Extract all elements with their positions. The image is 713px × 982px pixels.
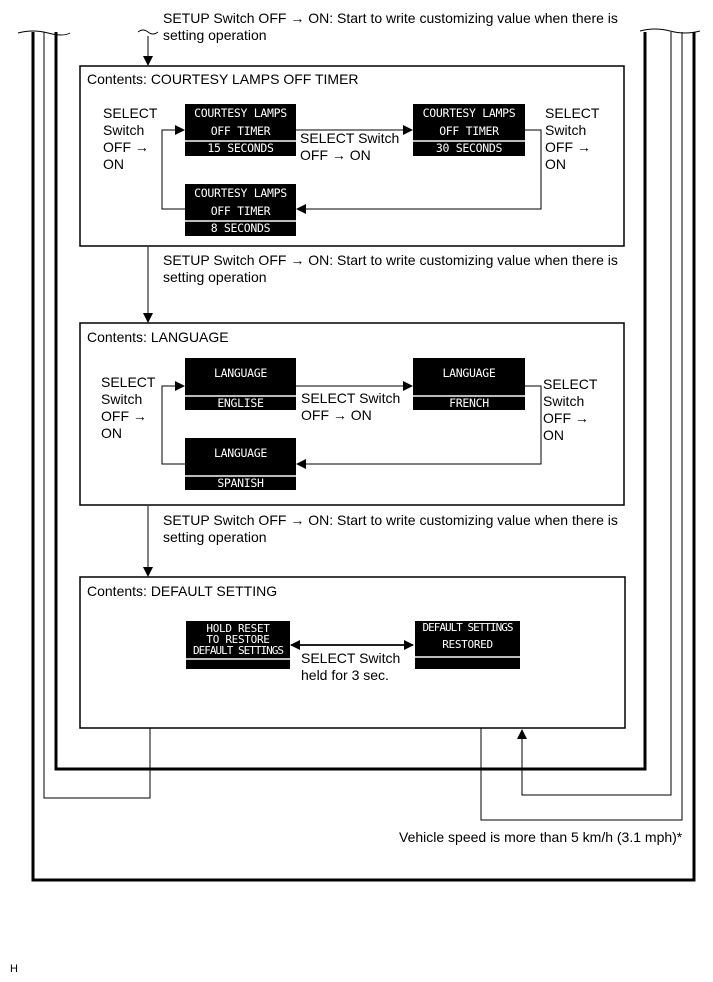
box3-title: Contents: DEFAULT SETTING <box>87 583 278 599</box>
t: TO RESTORE <box>206 633 270 646</box>
t: ON <box>101 425 122 441</box>
t: SELECT <box>545 105 600 121</box>
t: FRENCH <box>449 396 489 410</box>
t: ON <box>103 156 124 172</box>
speed-line-b <box>517 32 672 796</box>
setup-note-2: SETUP Switch OFF → ON: Start to write cu… <box>163 252 618 286</box>
note-line: SETUP Switch OFF → ON: Start to write cu… <box>163 10 618 26</box>
t: 30 SECONDS <box>435 141 503 155</box>
t: ON <box>543 427 564 443</box>
return-line-left <box>43 32 151 799</box>
t: held for 3 sec. <box>301 667 389 683</box>
t: OFF TIMER <box>210 204 271 218</box>
t: COURTESY LAMPS <box>194 186 287 200</box>
box1-title: Contents: COURTESY LAMPS OFF TIMER <box>87 71 359 87</box>
t: SELECT <box>543 376 598 392</box>
t: ENGLISE <box>217 396 264 410</box>
t: COURTESY LAMPS <box>194 106 287 120</box>
t: OFF → ON <box>301 407 372 423</box>
t: Switch <box>101 391 143 407</box>
outer-frame <box>31 32 696 882</box>
t: Switch <box>543 393 585 409</box>
t: SPANISH <box>217 476 264 490</box>
t: SELECT Switch <box>301 650 401 666</box>
display-restored: DEFAULT SETTINGS RESTORED <box>415 621 520 669</box>
t: SELECT <box>101 374 156 390</box>
t: LANGUAGE <box>214 446 267 460</box>
t: OFF → <box>101 408 147 424</box>
display-spanish: LANGUAGE SPANISH <box>185 438 296 490</box>
box-courtesy-lamps <box>79 65 625 247</box>
display-english: LANGUAGE ENGLISE <box>185 358 296 410</box>
t: SELECT <box>103 105 158 121</box>
t: LANGUAGE <box>442 366 496 380</box>
t: OFF TIMER <box>439 124 499 138</box>
t: LANGUAGE <box>214 366 267 380</box>
t: OFF → <box>545 139 591 155</box>
note-line: setting operation <box>163 529 267 545</box>
display-15-seconds: COURTESY LAMPS OFF TIMER 15 SECONDS <box>185 104 296 156</box>
t: DEFAULT SETTINGS <box>193 644 284 657</box>
setup-note-3: SETUP Switch OFF → ON: Start to write cu… <box>163 512 618 546</box>
t: HOLD RESET <box>206 622 270 635</box>
t: 15 SECONDS <box>207 141 274 155</box>
display-french: LANGUAGE FRENCH <box>413 358 525 410</box>
note-line: setting operation <box>163 269 267 285</box>
t: ON <box>545 156 566 172</box>
box2-title: Contents: LANGUAGE <box>87 329 229 345</box>
speed-line-a <box>480 32 683 821</box>
speed-note: Vehicle speed is more than 5 km/h (3.1 m… <box>399 829 683 845</box>
box-language <box>79 322 625 506</box>
inner-frame <box>54 32 647 771</box>
t: OFF TIMER <box>210 124 271 138</box>
t: Switch <box>103 122 145 138</box>
t: RESTORED <box>442 638 493 651</box>
t: DEFAULT SETTINGS <box>422 621 514 634</box>
t: SELECT Switch <box>300 130 400 146</box>
t: OFF → ON <box>300 147 371 163</box>
note-line: SETUP Switch OFF → ON: Start to write cu… <box>163 512 618 528</box>
box-default-setting <box>79 576 626 729</box>
t: COURTESY LAMPS <box>422 106 516 120</box>
display-8-seconds: COURTESY LAMPS OFF TIMER 8 SECONDS <box>185 184 296 236</box>
note-line: setting operation <box>163 27 267 43</box>
display-30-seconds: COURTESY LAMPS OFF TIMER 30 SECONDS <box>413 104 525 156</box>
setup-note-1: SETUP Switch OFF → ON: Start to write cu… <box>163 10 618 44</box>
t: Switch <box>545 122 587 138</box>
t: 8 SECONDS <box>210 221 271 235</box>
note-line: SETUP Switch OFF → ON: Start to write cu… <box>163 252 618 268</box>
t: OFF → <box>103 139 149 155</box>
t: OFF → <box>543 410 589 426</box>
t: SELECT Switch <box>301 390 401 406</box>
corner-label: H <box>10 963 18 975</box>
